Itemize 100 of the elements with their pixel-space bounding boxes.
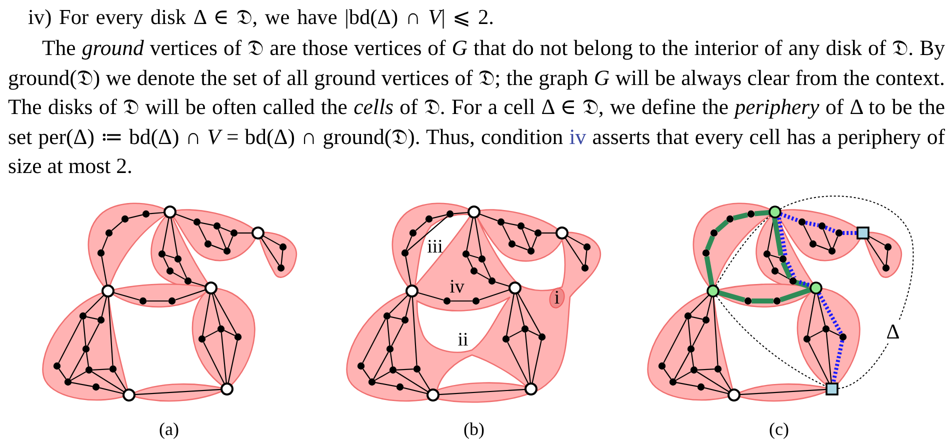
reference-link: iv [569, 124, 586, 148]
graph-edge [403, 387, 428, 394]
highlighted-edge [704, 235, 716, 251]
graph-edge [170, 218, 178, 256]
graph-edge [528, 330, 539, 336]
vertex-dot [702, 249, 710, 257]
graph-edge [474, 218, 482, 256]
vertex-dot [527, 247, 535, 255]
graph-edge [466, 218, 474, 251]
graph-edge [712, 296, 718, 366]
graph-edge [542, 232, 556, 234]
vertex-dot [798, 218, 806, 226]
vertex-dot [497, 218, 505, 226]
graph-edge [829, 330, 840, 336]
vertex-dot [217, 325, 225, 333]
edge-label: Δ [884, 320, 902, 344]
graph-edge [102, 236, 108, 250]
graph-edge [506, 294, 515, 336]
graph-edge [396, 371, 428, 392]
cell-label: iii [427, 238, 443, 256]
square-vertex [826, 382, 838, 396]
vertex-dot [109, 365, 117, 373]
graph-edge [676, 382, 698, 387]
graph-edge [82, 320, 86, 346]
dashed-edge [805, 220, 819, 228]
vertex-dot [409, 229, 417, 237]
hollow-vertex [164, 206, 176, 218]
hollow-vertex [728, 388, 740, 402]
vertex-dot [230, 229, 238, 237]
graph-edge [415, 220, 427, 232]
graph-edge [58, 368, 66, 380]
graph-edge [479, 213, 498, 222]
vertex-dot [105, 229, 113, 237]
cell-label: i [554, 288, 560, 308]
vertex-dot [386, 345, 394, 353]
graph-edge [808, 342, 830, 384]
vertex-dot [771, 267, 779, 275]
vertex-dot [697, 383, 705, 391]
vertex-dot [168, 297, 176, 305]
vertex-dot [139, 297, 147, 305]
graph-edge [517, 292, 541, 334]
cell-region [549, 288, 565, 308]
graph-edge [504, 222, 518, 226]
highlighted-edge [772, 217, 784, 256]
vertex-dot [184, 277, 192, 285]
vertex-dot [401, 316, 409, 324]
graph-edge [175, 213, 194, 222]
vertex-dot [357, 362, 365, 370]
vertex-dot [279, 243, 287, 251]
dotted-curve [715, 215, 771, 286]
graph-edge [740, 388, 826, 396]
graph-edge [146, 300, 168, 302]
vertex-dot [92, 383, 100, 391]
graph-edge [165, 254, 175, 258]
vertex-dot [583, 243, 591, 251]
vertex-dot [687, 345, 695, 353]
graph-edge [698, 368, 714, 370]
graph-edge [524, 332, 531, 384]
vertex-dot [710, 229, 718, 237]
graph-edge [803, 224, 812, 242]
vertex-dot [779, 255, 787, 263]
hollow-vertex [252, 226, 264, 240]
vertex-dot [174, 255, 182, 263]
graph-edge [690, 294, 710, 314]
highlighted-edge [715, 220, 729, 232]
graph-edge [405, 256, 412, 286]
graph-edge [418, 372, 430, 390]
graph-edge [816, 244, 829, 250]
graph-edge [113, 292, 140, 301]
graph-edge [108, 296, 114, 366]
vertex-dot [142, 210, 150, 218]
vertex-dot [684, 312, 692, 320]
graph-edge [524, 226, 535, 232]
graph-edge [373, 352, 389, 380]
hollow-vertex [468, 206, 480, 218]
vertex-dot [690, 366, 698, 374]
vertex-dot [502, 335, 510, 343]
graph-edge [467, 257, 473, 268]
vertex-dot [82, 345, 90, 353]
graph-edge [412, 296, 418, 366]
vertex-dot [822, 325, 830, 333]
graph-edge [417, 292, 444, 301]
graph-edge [101, 256, 108, 286]
dashed-edge [777, 217, 788, 256]
cell-label: iv [450, 278, 464, 296]
graph-edge [99, 387, 124, 394]
graph-edge [150, 212, 164, 214]
highlighted-edge [780, 287, 812, 302]
graph-edge [228, 236, 234, 248]
graph-edge [101, 296, 108, 317]
vertex-dot [277, 264, 285, 272]
graph-edge [691, 316, 703, 320]
subfigure-caption: (c) [769, 420, 789, 438]
graph-edge [407, 216, 448, 252]
vertex-dot [389, 366, 397, 374]
vertex-dot [472, 297, 480, 305]
graph-edge [508, 330, 522, 338]
vertex-dot [521, 325, 529, 333]
vertex-dot [726, 215, 734, 223]
highlighted-edge [752, 298, 774, 304]
